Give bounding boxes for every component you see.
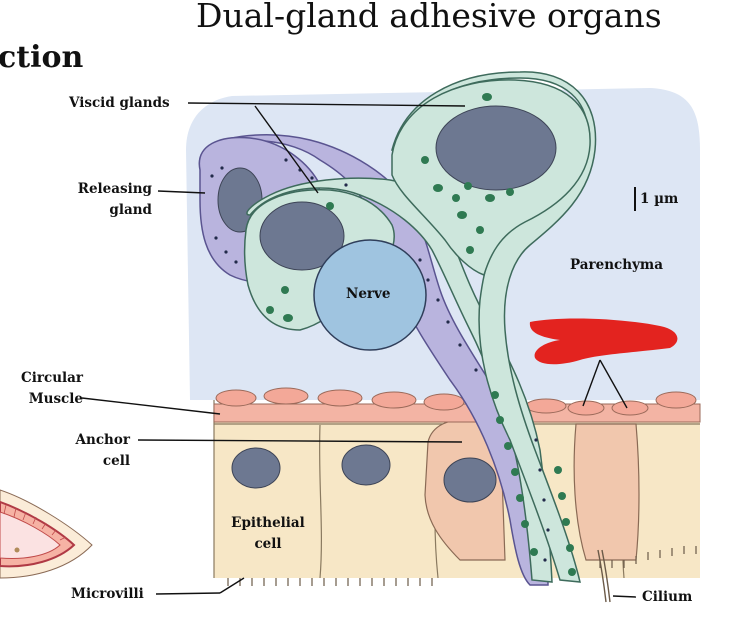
label-releasing-gland-line1: Releasing bbox=[77, 181, 152, 197]
viscid-gland-left-nucleus bbox=[259, 201, 345, 271]
label-releasing-gland: Releasing gland bbox=[56, 179, 152, 221]
label-circular-muscle-line1: Circular bbox=[20, 370, 83, 386]
label-circular-muscle-line2: Muscle bbox=[28, 390, 83, 407]
epithelial-nucleus bbox=[231, 447, 281, 489]
epithelial-nucleus bbox=[341, 444, 391, 486]
tissue-section-thumbnail bbox=[0, 489, 93, 579]
label-epithelial-cell-line1: Epithelial bbox=[231, 515, 305, 531]
cilium bbox=[597, 549, 611, 603]
label-anchor-cell-line2: cell bbox=[102, 452, 130, 469]
nerve bbox=[313, 239, 427, 351]
anchor-cell-nucleus bbox=[443, 457, 497, 503]
label-nerve: Nerve bbox=[346, 286, 391, 302]
label-circular-muscle: Circular Muscle bbox=[0, 368, 83, 410]
viscid-gland-right-nucleus bbox=[435, 105, 557, 191]
releasing-granules bbox=[210, 158, 550, 562]
label-releasing-gland-line2: gland bbox=[109, 201, 152, 218]
label-cilium: Cilium bbox=[642, 589, 693, 605]
leader-lines bbox=[81, 102, 637, 598]
redaction-mark bbox=[529, 318, 678, 365]
circular-muscle-layer bbox=[213, 387, 701, 423]
section-heading: ction bbox=[0, 40, 84, 75]
label-anchor-cell: Anchor cell bbox=[40, 430, 130, 472]
slide-title: Dual-gland adhesive organs bbox=[196, 0, 662, 35]
viscid-granules bbox=[266, 93, 576, 576]
label-epithelial-cell-line2: cell bbox=[254, 535, 282, 552]
anchor-cell-right bbox=[573, 423, 640, 561]
label-epithelial-cell: Epithelial cell bbox=[220, 513, 316, 555]
label-parenchyma: Parenchyma bbox=[570, 257, 663, 273]
label-microvilli: Microvilli bbox=[71, 586, 144, 602]
label-scale-bar: 1 µm bbox=[640, 191, 679, 207]
label-anchor-cell-line1: Anchor bbox=[75, 432, 130, 448]
label-viscid-glands: Viscid glands bbox=[69, 95, 170, 111]
